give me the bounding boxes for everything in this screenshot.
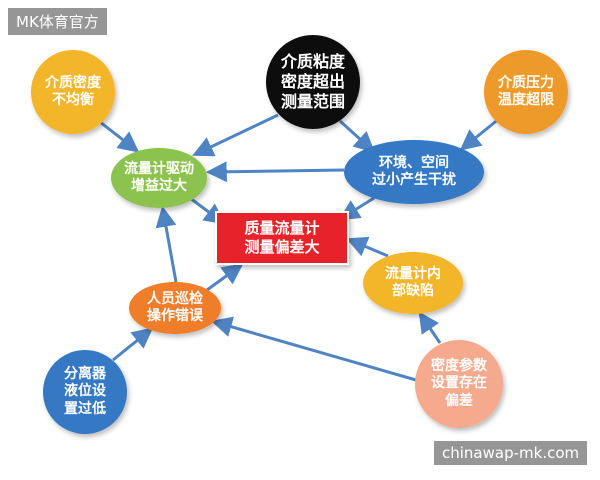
node-density-param-error-shape (415, 340, 503, 428)
arrow-4 (459, 116, 501, 151)
node-separator-level-low-shape (43, 350, 127, 434)
node-viscosity-high-shape (266, 35, 360, 129)
node-environment-interference-shape (344, 140, 484, 204)
node-mass-flow-deviation-shape (215, 211, 349, 265)
node-operator-error-shape (129, 282, 221, 334)
arrow-11 (112, 327, 154, 362)
arrow-1 (99, 120, 140, 153)
watermark-bottom: chinawap-mk.com (434, 441, 588, 465)
arrow-8 (155, 205, 178, 283)
watermark-top: MK体育官方 (8, 8, 107, 35)
arrow-9 (206, 263, 244, 292)
node-drive-gain-high-shape (111, 148, 207, 208)
arrow-3 (338, 119, 376, 153)
arrow-10 (346, 236, 389, 258)
node-density-uneven-shape (31, 50, 115, 134)
node-pressure-temp-high-shape (484, 50, 568, 134)
arrow-5 (205, 161, 345, 183)
edges-layer (99, 113, 501, 382)
arrow-12 (210, 316, 417, 382)
nodes-layer (31, 35, 568, 434)
arrow-2 (192, 113, 279, 157)
node-internal-defect-shape (363, 252, 463, 314)
arrow-13 (418, 311, 442, 344)
